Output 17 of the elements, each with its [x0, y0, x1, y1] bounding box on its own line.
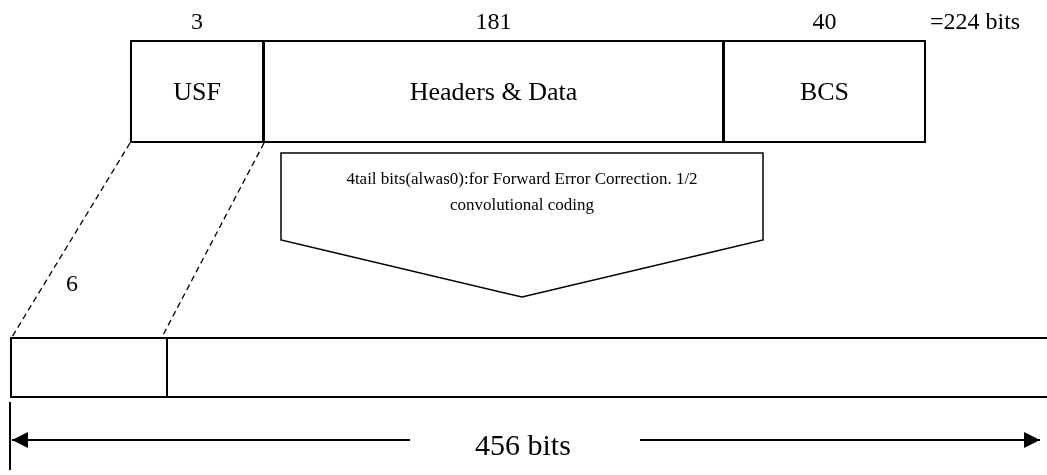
dimension-label: 456 bits — [475, 428, 571, 462]
segment-box — [10, 337, 168, 398]
callout-arrow — [280, 152, 764, 298]
field-box — [130, 40, 264, 143]
dashed-line — [11, 142, 131, 338]
bit-count: 6 — [66, 270, 78, 297]
bit-count: 3 — [190, 8, 204, 35]
field-label: 4tail bits(alwas0):for Forward Error Correction. 1/2 convolutional coding — [345, 168, 699, 216]
field-label: Headers & Data — [409, 76, 578, 107]
field-label: USF — [173, 76, 221, 107]
bit-count: 181 — [474, 8, 513, 35]
field-box — [263, 40, 724, 143]
segment-box — [167, 337, 1047, 398]
field-box — [723, 40, 926, 143]
total-bits: =224 bits — [930, 8, 1021, 35]
field-label: BCS — [799, 76, 850, 107]
bit-count: 40 — [811, 8, 838, 35]
